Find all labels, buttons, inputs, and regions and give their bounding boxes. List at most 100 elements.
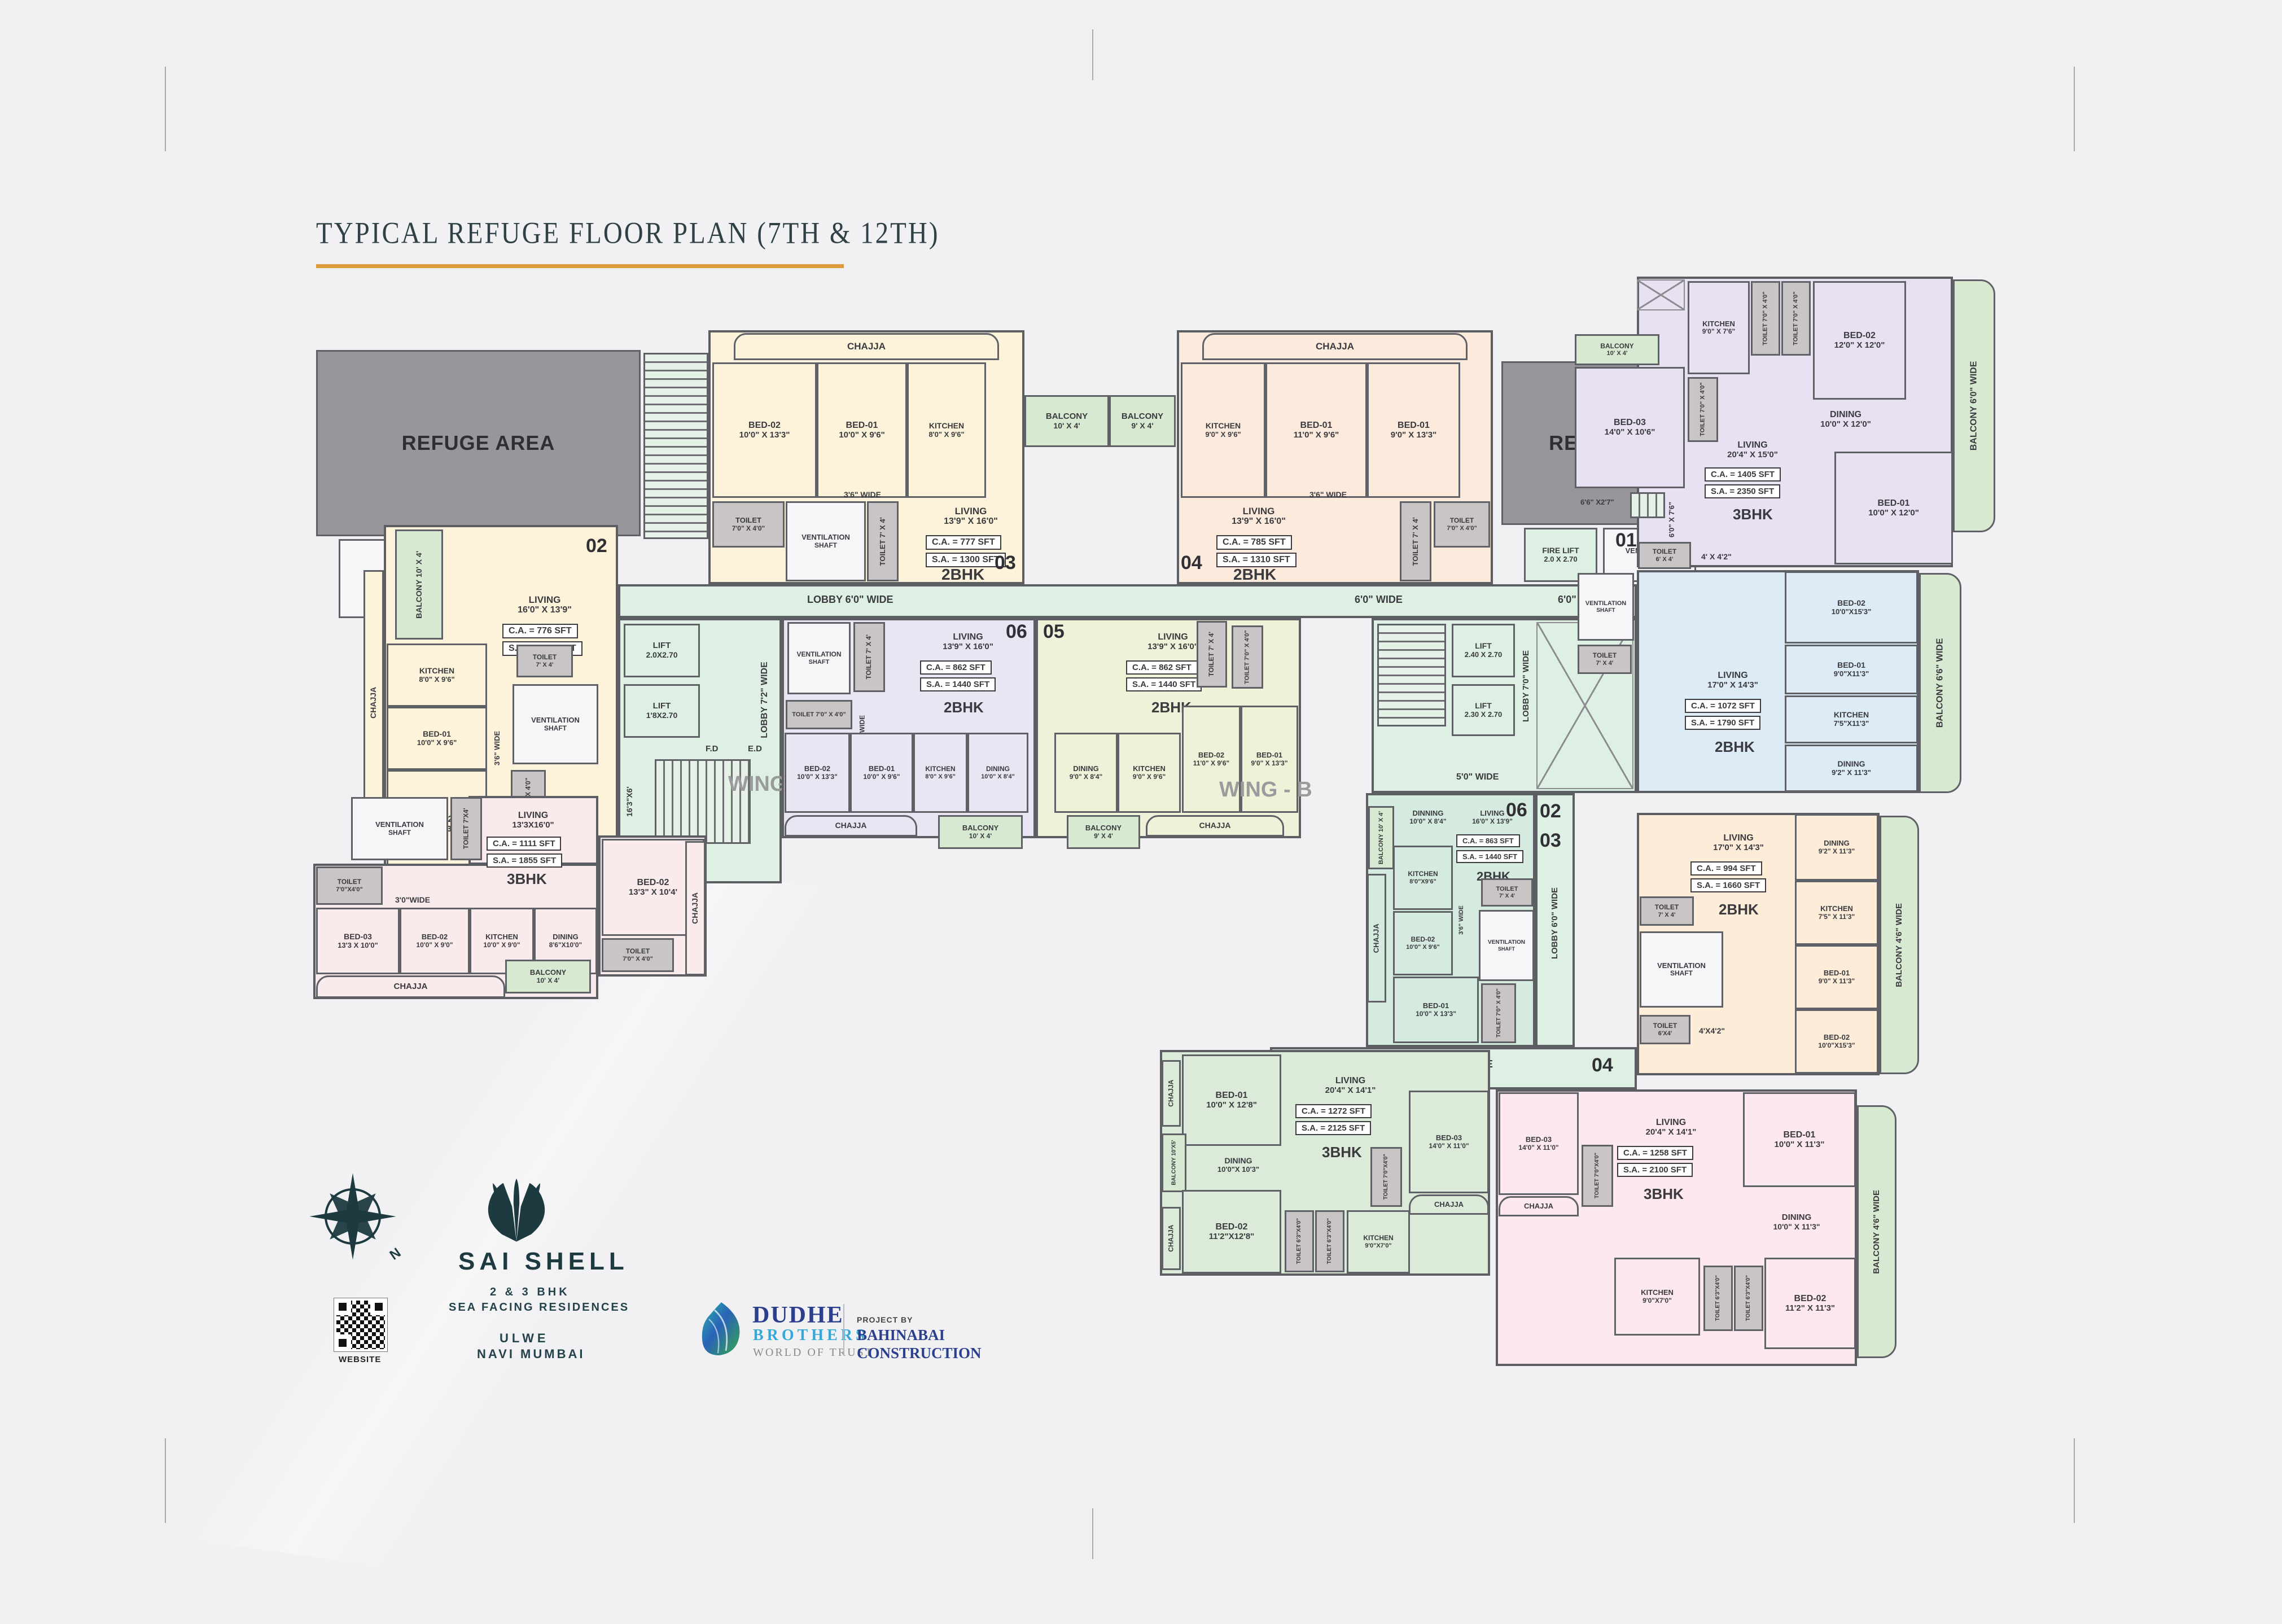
unit04-chajja: CHAJJA xyxy=(1202,333,1468,360)
construction-name2: CONSTRUCTION xyxy=(857,1345,982,1362)
wing-b-label: WING - B xyxy=(1219,778,1312,802)
compass-icon xyxy=(309,1173,396,1260)
unit03-type: 2BHK xyxy=(941,566,985,583)
ed-label: E.D xyxy=(748,744,763,754)
unit06-type: 2BHK xyxy=(944,699,984,716)
unit02b-balcstrip: BALCONY 6'6" WIDE xyxy=(1919,573,1961,793)
corr-6-0-b1: 6'0" WIDE xyxy=(1355,594,1403,605)
unit02-marker: 02 xyxy=(586,535,607,557)
unit06b-toilet2: TOILET 7'0" X 4'0" xyxy=(1481,983,1516,1043)
unit01b-marker: 01 xyxy=(1615,529,1637,551)
unit06b-chajja: CHAJJA xyxy=(1367,874,1386,1003)
qr-caption: WEBSITE xyxy=(339,1355,382,1364)
unit04b-toilet3: TOILET 6'3"X4'0" xyxy=(1734,1266,1763,1331)
crop-mark xyxy=(1092,1508,1093,1559)
unit03b-type: 2BHK xyxy=(1719,901,1759,918)
unit05b-toilet1: TOILET 6'3"X4'0" xyxy=(1285,1210,1314,1272)
unit03-marker: 03 xyxy=(995,552,1016,574)
unit03-chajja: CHAJJA xyxy=(734,333,999,360)
unit05b-chajja2: CHAJJA xyxy=(1162,1207,1181,1270)
crop-mark xyxy=(2074,1438,2075,1523)
lobby-a2-label: LOBBY 7'2" WIDE xyxy=(760,662,769,738)
unit05-chajja: CHAJJA xyxy=(1146,815,1284,837)
unit04b-chajja1: CHAJJA xyxy=(1499,1196,1579,1216)
stairs-mini-b xyxy=(1630,492,1665,518)
unit04-type: 2BHK xyxy=(1233,566,1277,583)
unit01b-xshaft xyxy=(1637,279,1685,310)
unit05-marker: 05 xyxy=(1043,621,1065,642)
lobby-b1-label: LOBBY 7'0" WIDE xyxy=(1521,650,1531,722)
title-underline xyxy=(316,264,844,268)
unit01b-type: 3BHK xyxy=(1733,506,1773,523)
unit05b-type: 3BHK xyxy=(1322,1144,1362,1161)
refuge-area-a: REFUGE AREA xyxy=(316,350,641,536)
fd-label: F.D xyxy=(706,744,719,754)
unit01a-chajja2: CHAJJA xyxy=(685,841,706,975)
unit02-pass: 3'6" WIDE xyxy=(493,730,502,765)
unit04b-type: 3BHK xyxy=(1644,1185,1684,1202)
unit05b-chajja3: CHAJJA xyxy=(1409,1194,1489,1215)
unit06-marker: 06 xyxy=(1006,621,1027,642)
project-by-label: PROJECT BY xyxy=(857,1315,913,1324)
lobby-a-label: LOBBY 6'0" WIDE xyxy=(807,594,893,605)
brand-location1: ULWE xyxy=(500,1331,549,1345)
unit01a-pass: 3'0"WIDE xyxy=(395,895,431,904)
unit01b-balcstrip: BALCONY 6'0" WIDE xyxy=(1953,279,1995,532)
lobby-b2 xyxy=(1535,793,1575,1047)
unit06-chajja: CHAJJA xyxy=(785,815,917,837)
unit05b-chajja1: CHAJJA xyxy=(1162,1060,1181,1127)
unit04-toilet1: TOILET 7' X 4' xyxy=(1400,501,1431,581)
unit06-toilet2: TOILET 7'0" X 4'0" xyxy=(786,700,852,729)
dim-4x4-2b: 4'X4'2" xyxy=(1699,1026,1725,1035)
shell-logo-icon xyxy=(488,1178,545,1242)
